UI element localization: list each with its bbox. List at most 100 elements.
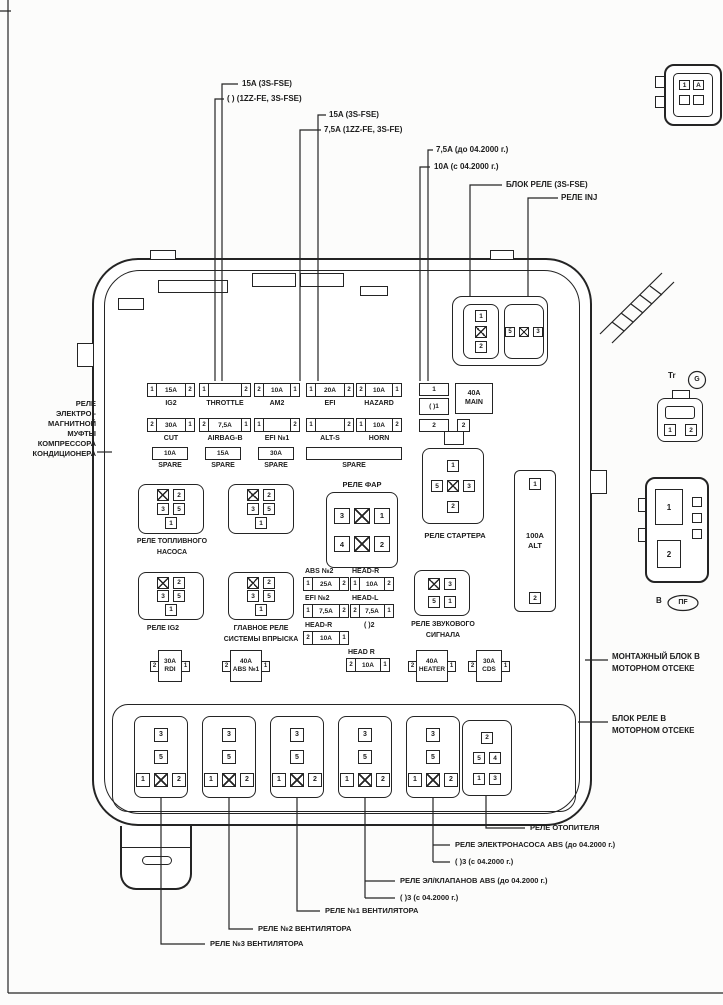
relay-pin-2: 2: [263, 576, 275, 589]
view-b-label: B: [656, 596, 662, 605]
mounting-block-label: МОТОРНОМ ОТСЕКЕ: [612, 664, 695, 673]
relay-pin-3: 3: [358, 727, 372, 742]
relay-pin-5: 5: [222, 750, 236, 764]
horn-relay-label: РЕЛЕ ЗВУКОВОГО: [411, 621, 475, 628]
relay-block-label: БЛОК РЕЛЕ В: [612, 714, 667, 723]
relay-pin-2: 2: [263, 489, 275, 501]
relay-pin-2: 2: [240, 772, 254, 787]
callout-relay-inj: РЕЛЕ INJ: [561, 193, 598, 202]
fuse-pin: 1: [447, 660, 456, 672]
callout-heater-relay: РЕЛЕ ОТОПИТЕЛЯ: [530, 823, 600, 832]
fuse-pin: 2: [241, 383, 251, 397]
fuse-amp: 7,5A: [312, 604, 340, 618]
relay-pin-5: 5: [154, 750, 168, 764]
fuse-label: MAIN: [465, 398, 483, 406]
relay-pin-1: 1: [447, 459, 459, 472]
callout-throttle-15a: 15A (3S-FSE): [242, 79, 292, 88]
callout-fan-relay-2: РЕЛЕ №2 ВЕНТИЛЯТОРА: [258, 924, 352, 933]
fuse-label: EFI: [324, 400, 336, 407]
fuse-amp: 30A: [156, 418, 186, 432]
relay-coil-cell: [157, 576, 169, 589]
fuse-label-head-r3: HEAD R: [348, 649, 375, 656]
fuse-pin: 1: [380, 658, 390, 672]
relay-pin-1: 1: [340, 772, 354, 787]
ac-clutch-relay-label: КОНДИЦИОНЕРА: [32, 449, 96, 458]
fuse-label: AM2: [269, 400, 285, 407]
relay-pin-3: 3: [247, 503, 259, 515]
fuse-label-efi2: EFI №2: [305, 595, 330, 602]
relay-pin-2: 2: [376, 772, 390, 787]
connector-pin: [692, 529, 702, 539]
fuse-pin: 2: [185, 383, 195, 397]
alt-pin-2: 2: [529, 592, 541, 604]
relay-pin-3: 3: [444, 578, 456, 591]
spare-fuse-30a: 30A: [258, 447, 294, 460]
fusible-link-alt: 1 100A ALT 2: [514, 470, 556, 612]
opt-fuse-pin-top: 1: [419, 383, 449, 396]
relay-pin-5: 5: [173, 503, 185, 515]
relay-coil-cell: [222, 772, 236, 787]
fuse-label: EFI №1: [264, 435, 290, 442]
callout-throttle-opt: ( ) (1ZZ-FE, 3S-FSE): [227, 94, 302, 103]
fuse-label: IG2: [165, 400, 177, 407]
connector-pin: [693, 95, 704, 105]
fuse-pin: 2: [290, 418, 300, 432]
alt-label: ALT: [527, 541, 543, 550]
connector-tab: [638, 528, 646, 542]
relay-pin-5: 5: [263, 590, 275, 602]
relay-pin-3: 3: [222, 727, 236, 742]
relay-pin-1: 1: [204, 772, 218, 787]
fuse-label: CUT: [163, 435, 179, 442]
fuse-label: THROTTLE: [206, 400, 244, 407]
relay-coil-cell: [428, 578, 440, 591]
ac-clutch-relay-label: КОМПРЕССОРА: [37, 439, 96, 448]
relay-pin-2: 2: [475, 340, 487, 353]
relay-pin-2: 2: [173, 576, 185, 589]
relay-pin-1: 1: [444, 595, 456, 608]
relay-pin-4: 4: [489, 752, 501, 764]
relay-coil-cell: [290, 772, 304, 787]
ac-clutch-relay-label: ЭЛЕКТРО -: [56, 409, 96, 418]
relay-pin-2: 2: [447, 500, 459, 513]
fuse-amp: 10A: [263, 383, 291, 397]
ac-clutch-relay-label: МАГНИТНОЙ: [48, 419, 96, 428]
fuse-amp: [208, 383, 242, 397]
relay-coil-cell: [247, 489, 259, 501]
ac-clutch-relay-label: РЕЛЕ: [75, 399, 96, 408]
relay-pin-1: 1: [255, 603, 267, 616]
callout-efi-15a: 15A (3S-FSE): [329, 110, 379, 119]
relay-pin-2: 2: [308, 772, 322, 787]
spare-label: SPARE: [342, 462, 366, 469]
relay-pin-3: 3: [154, 727, 168, 742]
relay-pin-5: 5: [431, 480, 443, 492]
relay-pin-5: 5: [505, 326, 515, 337]
relay-pin-4: 4: [334, 536, 350, 553]
fuse-rating: 40A: [467, 390, 481, 398]
relay-pin-1: 1: [475, 310, 487, 323]
alt-pin-1: 1: [529, 478, 541, 490]
relay-pin-5: 5: [426, 750, 440, 764]
